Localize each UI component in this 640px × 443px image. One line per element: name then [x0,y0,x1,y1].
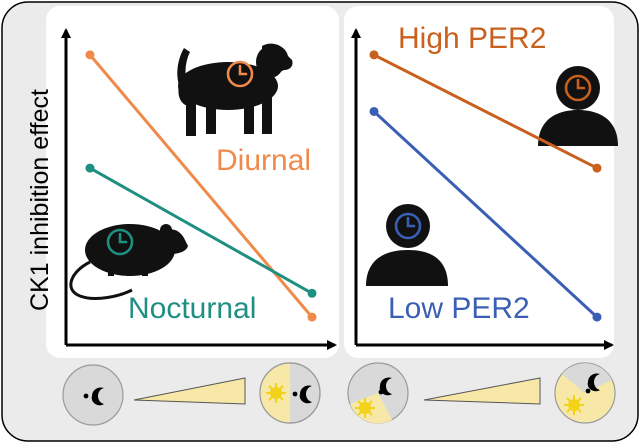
right-light-wedge [423,377,541,405]
left-light-wedge [133,377,246,405]
left-night-icon [62,364,124,426]
panel-left-series [85,50,317,322]
baboon-clock-icon [226,60,254,88]
label-diurnal: Diurnal [216,144,311,177]
trend-point-per2-1-start [369,106,379,116]
sun-icon [266,383,286,403]
trend-point-per2-1-end [592,312,602,322]
right-long-day-icon [554,362,616,424]
label-low-per2: Low PER2 [388,292,530,325]
label-nocturnal: Nocturnal [128,292,256,325]
left-day-night-icon [259,362,321,424]
label-high-per2: High PER2 [398,22,546,55]
trend-point-per2-0-start [369,50,379,60]
right-short-night-icon [347,362,409,424]
mouse-clock-icon [106,228,134,256]
person-icon-low [366,204,448,286]
trend-point-species-0-start [85,50,95,60]
person-clock-icon-low [394,212,422,240]
y-axis-label: CK1 inhibition effect [26,89,54,311]
trend-line-per2-0 [373,53,598,170]
trend-line-species-1 [89,166,313,295]
trend-line-per2-1 [372,110,599,319]
panel-right-series [369,50,602,322]
trend-point-species-1-start [85,163,95,173]
trend-point-species-1-end [307,288,317,298]
trend-point-per2-0-end [592,163,602,173]
trend-point-species-0-end [307,312,317,322]
person-clock-icon-high [564,74,592,102]
